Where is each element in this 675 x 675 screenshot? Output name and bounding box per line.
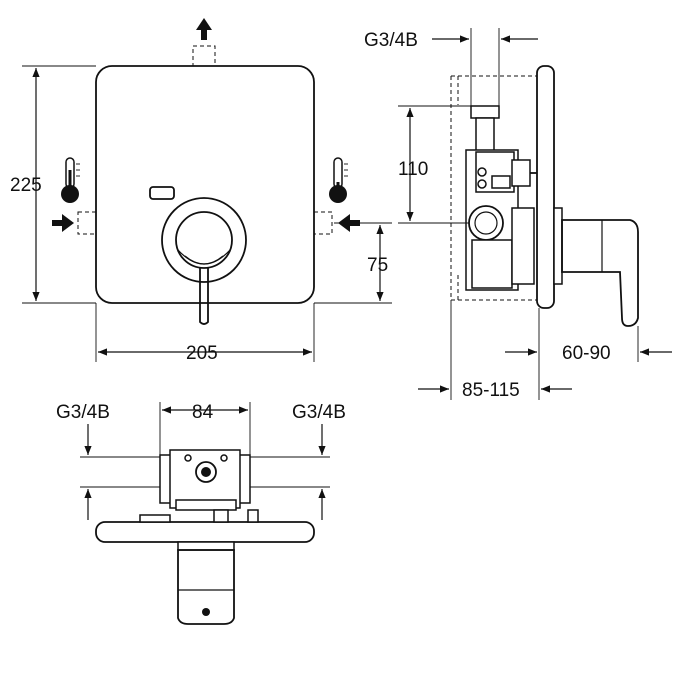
- side-outlet-pipe: [475, 117, 495, 153]
- arrow-up-icon: [196, 18, 212, 40]
- dim-connection-top-label: G3/4B: [364, 30, 418, 51]
- dim-connection-right-label: G3/4B: [292, 402, 346, 423]
- lever: [177, 249, 231, 325]
- dim-offset-label: 110: [398, 159, 428, 180]
- thermometer-cold-icon: [329, 157, 348, 203]
- handle-rosette: [161, 197, 247, 283]
- inlet-left: [77, 211, 97, 235]
- dim-width-label: 205: [186, 343, 218, 364]
- dim-projection-label: 60-90: [562, 343, 611, 364]
- top-handle-rosette: [177, 541, 235, 551]
- side-handle-rosette: [553, 207, 563, 285]
- dim-height-label: 225: [10, 175, 42, 196]
- side-handle: [561, 219, 639, 327]
- top-handle: [177, 549, 235, 625]
- side-outlet-nut: [470, 105, 500, 119]
- top-cover-plate: [95, 521, 315, 543]
- outlet-stub: [192, 45, 216, 67]
- indicator-window: [149, 186, 175, 200]
- inlet-arrow-left-icon: [52, 214, 74, 232]
- dim-lever-height-label: 75: [367, 255, 388, 276]
- front-view: [22, 18, 392, 362]
- handle-inner: [175, 211, 233, 269]
- dim-wall-depth-label: 85-115: [462, 380, 520, 401]
- side-cover-plate: [536, 65, 555, 309]
- thermometer-hot-icon: [61, 157, 80, 203]
- dim-spacing-label: 84: [192, 402, 214, 423]
- side-view: [398, 28, 672, 400]
- inlet-right: [313, 211, 333, 235]
- dim-connection-left-label: G3/4B: [56, 402, 110, 423]
- top-view: [80, 402, 330, 625]
